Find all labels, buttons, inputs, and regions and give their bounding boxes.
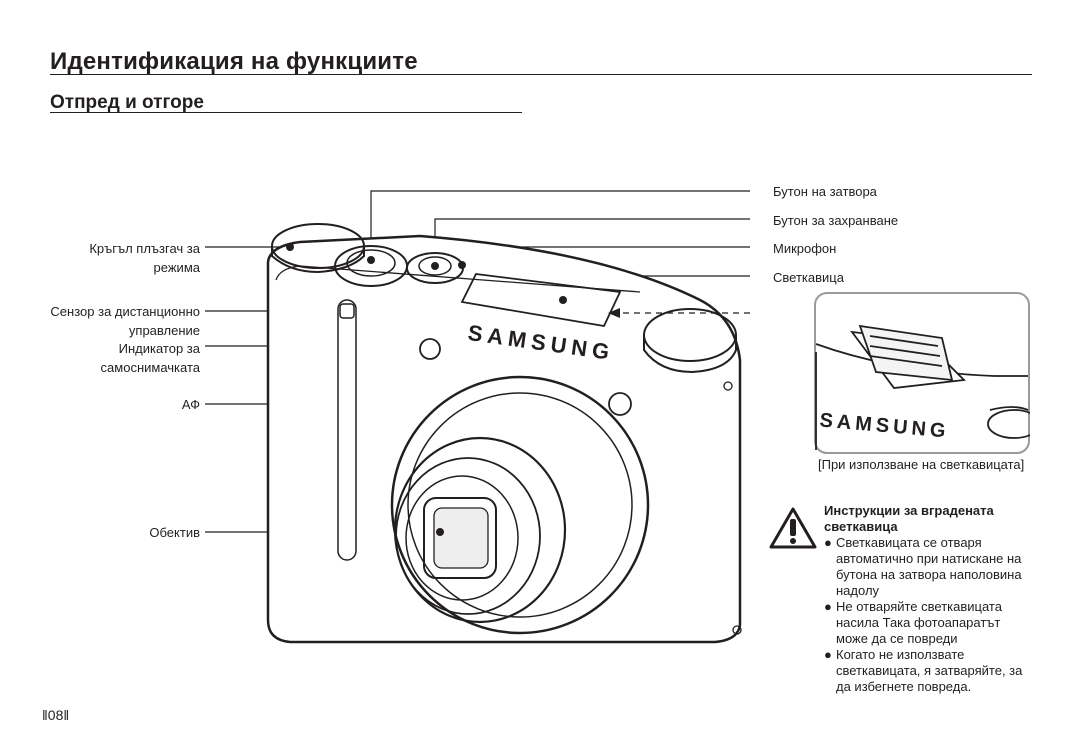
instruction-text: Не отваряйте светкавицата (836, 599, 1002, 614)
instruction-text: насила Така фотоапаратът (836, 615, 1001, 630)
label-timer-lamp-line2: самоснимачката (100, 360, 200, 375)
label-timer-lamp-line1: Индикатор за (118, 341, 200, 356)
bullet-icon: ● (824, 599, 832, 614)
bullet-icon: ● (824, 535, 832, 550)
instruction-text: Когато не използвате (836, 647, 965, 662)
label-af: АФ (181, 397, 200, 412)
camera-illustration: SAMSUNG (205, 190, 750, 644)
instruction-text: светкавицата, я затваряйте, за (836, 663, 1023, 678)
flash-open-inset: SAMSUNG (814, 292, 1030, 454)
page-title: Идентификация на функциите (50, 48, 418, 75)
label-remote-sensor-line1: Сензор за дистанционно (50, 304, 200, 319)
label-mode-dial: Кръгъл плъзгач за режима (89, 239, 200, 277)
instruction-item: ● Когато не използвате светкавицата, я за… (824, 647, 1039, 695)
label-mode-dial-line2: режима (153, 260, 200, 275)
instruction-item: ● Светкавицата се отваря автоматично при … (824, 535, 1039, 599)
instruction-text: автоматично при натискане на (836, 551, 1022, 566)
instruction-text: може да се повреди (836, 631, 958, 646)
label-mode-dial-line1: Кръгъл плъзгач за (89, 241, 200, 256)
section-rule (50, 112, 522, 113)
instructions-heading-line2: светкавица (824, 519, 898, 534)
instruction-text: да избегнете повреда. (836, 679, 972, 694)
instruction-text: Светкавицата се отваря (836, 535, 982, 550)
label-flash: Светкавица (773, 270, 844, 285)
inset-caption: [При използване на светкавицата] (818, 457, 1025, 472)
instruction-text: бутона на затвора наполовина (836, 567, 1022, 582)
label-microphone: Микрофон (773, 241, 837, 256)
instruction-item: ● Не отваряйте светкавицата насила Така ф… (824, 599, 1039, 647)
flash-instructions: Инструкции за вградената светкавица ● Све… (824, 503, 1039, 695)
label-shutter-button: Бутон на затвора (773, 184, 877, 199)
instructions-list: ● Светкавицата се отваря автоматично при … (824, 535, 1039, 695)
section-title: Отпред и отгоре (50, 92, 204, 113)
label-lens: Обектив (149, 525, 200, 540)
label-remote-sensor-line2: управление (128, 323, 200, 338)
instructions-heading-line1: Инструкции за вградената (824, 503, 994, 518)
page-number: ‖08‖ (42, 707, 70, 723)
warning-icon (769, 507, 817, 549)
title-rule (50, 74, 1032, 75)
label-power-button: Бутон за захранване (773, 213, 899, 228)
label-timer-lamp: Индикатор за самоснимачката (101, 339, 200, 377)
label-remote-sensor: Сензор за дистанционно управление (50, 302, 200, 340)
bullet-icon: ● (824, 647, 832, 662)
instruction-text: надолу (836, 583, 880, 598)
